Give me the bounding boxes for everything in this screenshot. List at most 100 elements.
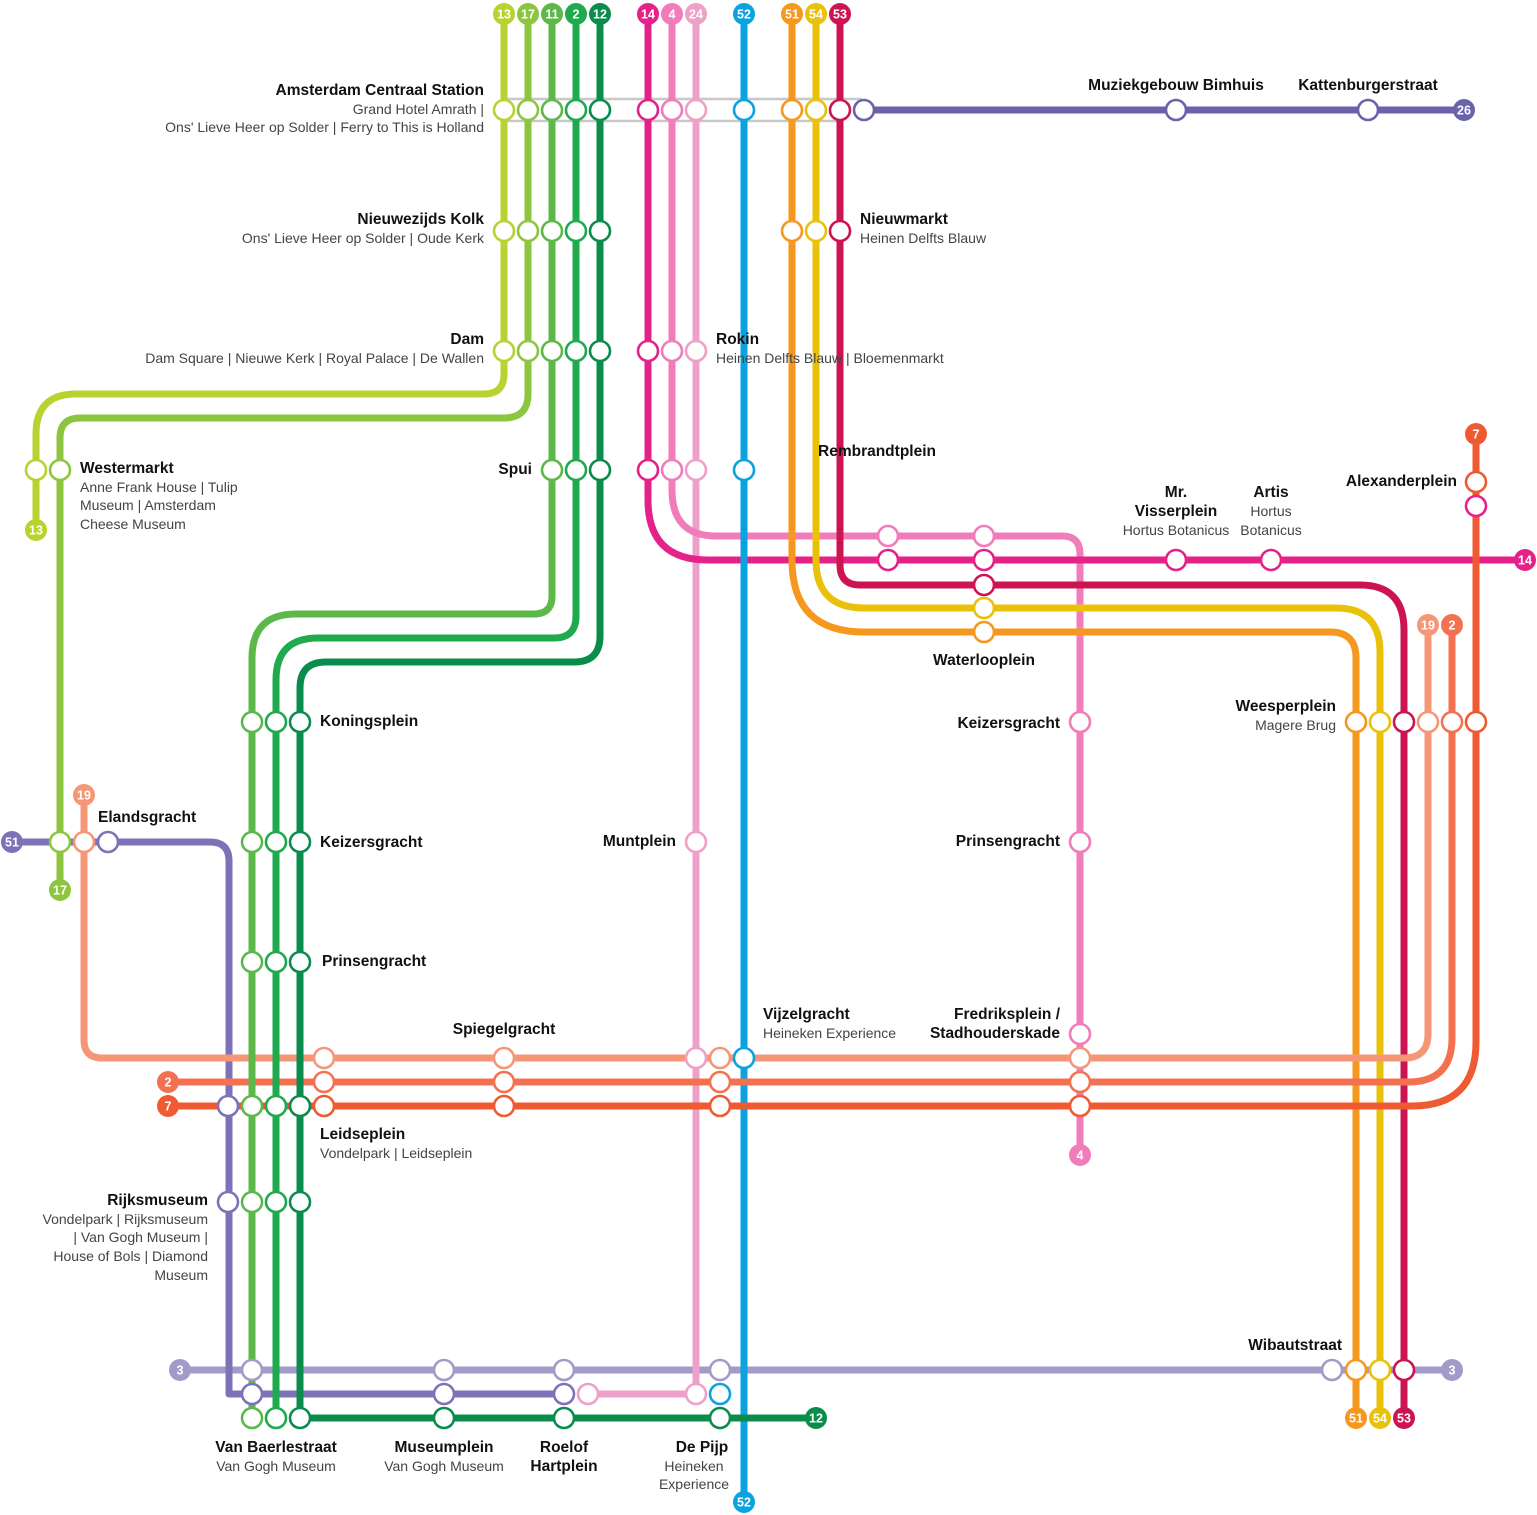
station-marker[interactable] (240, 1190, 264, 1214)
terminal-badge-54[interactable]: 54 (805, 3, 827, 25)
terminal-badge-51[interactable]: 51 (1, 831, 23, 853)
terminal-badge-2[interactable]: 2 (1441, 614, 1463, 636)
station-marker[interactable] (516, 219, 540, 243)
terminal-badge-13[interactable]: 13 (25, 519, 47, 541)
station-marker[interactable] (660, 458, 684, 482)
station-marker[interactable] (708, 1070, 732, 1094)
station-marker[interactable] (732, 98, 756, 122)
station-artis[interactable]: Artis Hortus Botanicus (1240, 484, 1301, 538)
terminal-badge-26[interactable]: 26 (1453, 99, 1475, 121)
station-marker[interactable] (432, 1382, 456, 1406)
station-marker[interactable] (240, 830, 264, 854)
terminal-badge-12[interactable]: 12 (805, 1407, 827, 1429)
station-marker[interactable] (636, 98, 660, 122)
station-marker[interactable] (288, 830, 312, 854)
station-marker[interactable] (660, 98, 684, 122)
station-muziekgebouw[interactable]: Muziekgebouw Bimhuis (1088, 77, 1264, 94)
station-marker[interactable] (1392, 1358, 1416, 1382)
station-marker[interactable] (1259, 548, 1283, 572)
station-marker[interactable] (240, 710, 264, 734)
station-marker[interactable] (1464, 470, 1488, 494)
station-marker[interactable] (564, 339, 588, 363)
station-marker[interactable] (312, 1070, 336, 1094)
station-marker[interactable] (264, 1406, 288, 1430)
station-keizersgracht-west[interactable]: Keizersgracht (320, 834, 423, 851)
station-marker[interactable] (288, 1094, 312, 1118)
station-marker[interactable] (1392, 710, 1416, 734)
station-marker[interactable] (708, 1358, 732, 1382)
station-marker[interactable] (828, 98, 852, 122)
station-marker[interactable] (1344, 710, 1368, 734)
station-marker[interactable] (264, 830, 288, 854)
station-marker[interactable] (288, 710, 312, 734)
station-marker[interactable] (780, 219, 804, 243)
station-marker[interactable] (1356, 98, 1380, 122)
station-marker[interactable] (828, 219, 852, 243)
station-marker[interactable] (1368, 710, 1392, 734)
station-marker[interactable] (1320, 1358, 1344, 1382)
station-marker[interactable] (1464, 710, 1488, 734)
terminal-badge-52[interactable]: 52 (733, 1491, 755, 1513)
station-marker[interactable] (636, 339, 660, 363)
terminal-badge-14[interactable]: 14 (637, 3, 659, 25)
station-marker[interactable] (240, 1094, 264, 1118)
station-marker[interactable] (240, 1382, 264, 1406)
station-marker[interactable] (516, 98, 540, 122)
terminal-badge-24[interactable]: 24 (685, 3, 707, 25)
station-marker[interactable] (1068, 1094, 1092, 1118)
station-marker[interactable] (24, 458, 48, 482)
station-marker[interactable] (804, 98, 828, 122)
station-kattenburgerstraat[interactable]: Kattenburgerstraat (1298, 77, 1438, 94)
station-marker[interactable] (684, 1382, 708, 1406)
terminal-badge-11[interactable]: 11 (541, 3, 563, 25)
station-marker[interactable] (1368, 1358, 1392, 1382)
station-waterlooplein[interactable]: Waterlooplein (933, 652, 1035, 669)
terminal-badge-17[interactable]: 17 (517, 3, 539, 25)
station-marker[interactable] (288, 950, 312, 974)
terminal-badge-4[interactable]: 4 (661, 3, 683, 25)
terminal-badge-7[interactable]: 7 (1465, 423, 1487, 445)
station-muntplein[interactable]: Muntplein (603, 833, 676, 850)
station-marker[interactable] (732, 458, 756, 482)
station-koningsplein[interactable]: Koningsplein (320, 713, 418, 730)
station-marker[interactable] (1164, 98, 1188, 122)
station-marker[interactable] (492, 1094, 516, 1118)
terminal-badge-2[interactable]: 2 (157, 1071, 179, 1093)
station-marker[interactable] (552, 1358, 576, 1382)
station-roelof-hartplein[interactable]: Roelof Hartplein (530, 1439, 597, 1475)
station-marker[interactable] (660, 339, 684, 363)
station-marker[interactable] (1068, 1070, 1092, 1094)
terminal-badge-4[interactable]: 4 (1069, 1144, 1091, 1166)
station-marker[interactable] (876, 524, 900, 548)
terminal-badge-12[interactable]: 12 (589, 3, 611, 25)
station-museumplein[interactable]: Museumplein Van Gogh Museum (384, 1439, 504, 1474)
station-marker[interactable] (564, 98, 588, 122)
station-marker[interactable] (972, 548, 996, 572)
station-marker[interactable] (492, 98, 516, 122)
station-marker[interactable] (240, 1406, 264, 1430)
station-marker[interactable] (492, 339, 516, 363)
station-marker[interactable] (1068, 1046, 1092, 1070)
terminal-badge-3[interactable]: 3 (1441, 1359, 1463, 1381)
station-marker[interactable] (804, 219, 828, 243)
station-prinsengracht-west[interactable]: Prinsengracht (322, 953, 426, 970)
station-marker[interactable] (432, 1358, 456, 1382)
station-alexanderplein[interactable]: Alexanderplein (1346, 473, 1457, 490)
station-vijzelgracht[interactable]: Vijzelgracht Heineken Experience (763, 1006, 896, 1041)
station-marker[interactable] (264, 710, 288, 734)
station-fredriksplein[interactable]: Fredriksplein / Stadhouderskade (930, 1006, 1061, 1042)
terminal-badge-52[interactable]: 52 (733, 3, 755, 25)
station-marker[interactable] (312, 1046, 336, 1070)
terminal-badge-3[interactable]: 3 (169, 1359, 191, 1381)
station-marker[interactable] (876, 548, 900, 572)
station-elandsgracht[interactable]: Elandsgracht (98, 809, 196, 826)
station-marker[interactable] (708, 1094, 732, 1118)
station-marker[interactable] (1068, 1022, 1092, 1046)
station-marker[interactable] (288, 1406, 312, 1430)
station-marker[interactable] (636, 458, 660, 482)
station-prinsengracht-east[interactable]: Prinsengracht (956, 833, 1060, 850)
station-marker[interactable] (264, 1094, 288, 1118)
station-marker[interactable] (780, 98, 804, 122)
station-marker[interactable] (972, 596, 996, 620)
terminal-badge-51[interactable]: 51 (781, 3, 803, 25)
